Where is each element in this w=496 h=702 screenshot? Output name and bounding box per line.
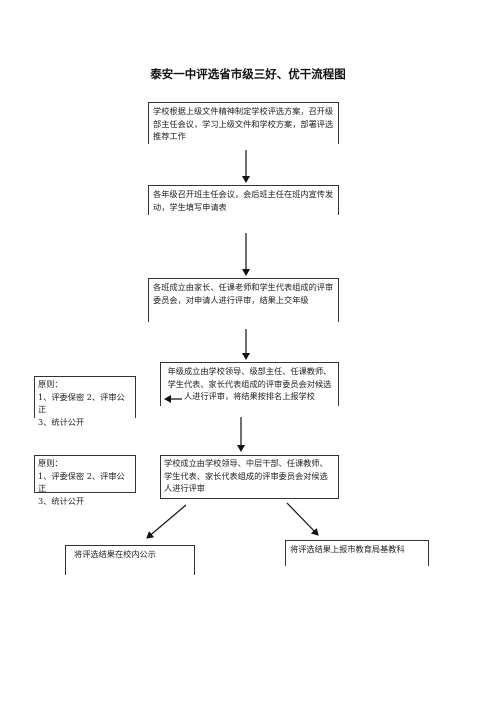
principles-box-2: 原则： 1、评委保密 2、评审公正 3、统计公开 [34,455,136,506]
step-5-box: 学校成立由学校领导、中层干部、任课教师、学生代表、家长代表组成的评审委员会对候选… [160,455,339,499]
outcome-publicize-text: 将评选结果在校内公示 [74,549,156,559]
principles-1-heading: 原则： [38,379,63,389]
principles-2-items-2: 3、统计公开 [38,496,85,507]
arrow-step5-to-report [286,502,319,536]
step-3-text: 各班成立由家长、任课老师和学生代表组成的评审委员会，对申请人进行评审，结果上交年… [153,282,334,305]
step-5-text: 学校成立由学校领导、中层干部、任课教师、学生代表、家长代表组成的评审委员会对候选… [164,458,328,494]
step-1-box: 学校根据上级文件精神制定学校评选方案，召开级部主任会议，学习上级文件和学校方案，… [148,102,339,144]
page-title: 泰安一中评选省市级三好、优干流程图 [150,67,346,81]
step-3-box: 各班成立由家长、任课老师和学生代表组成的评审委员会，对申请人进行评审，结果上交年… [148,278,339,322]
principles-2-heading: 原则： [38,458,63,468]
step-4-box: 年级成立由学校领导、级部主任、任课教师、学生代表、家长代表组成的评审委员会对候选… [160,362,339,406]
principles-2-items: 1、评委保密 2、评审公正 [38,470,125,494]
arrow-step5-to-publicize [146,504,187,539]
outcome-report-text: 将评选结果上报市教育局基教科 [290,544,405,554]
principles-box-1: 原则： 1、评委保密 2、评审公正 3、统计公开 [34,376,136,427]
step-4-text: 年级成立由学校领导、级部主任、任课教师、学生代表、家长代表组成的评审委员会对候选… [167,366,332,402]
principles-1-items-2: 3、统计公开 [38,417,85,428]
principles-1-items: 1、评委保密 2、评审公正 [38,391,125,415]
outcome-report-box: 将评选结果上报市教育局基教科 [285,540,429,566]
step-2-box: 各年级召开班主任会议，会后班主任在班内宣传发动，学生填写申请表 [148,185,339,215]
step-2-text: 各年级召开班主任会议，会后班主任在班内宣传发动，学生填写申请表 [153,189,334,212]
step-1-text: 学校根据上级文件精神制定学校评选方案，召开级部主任会议，学习上级文件和学校方案，… [153,106,334,142]
outcome-publicize-box: 将评选结果在校内公示 [65,545,195,575]
